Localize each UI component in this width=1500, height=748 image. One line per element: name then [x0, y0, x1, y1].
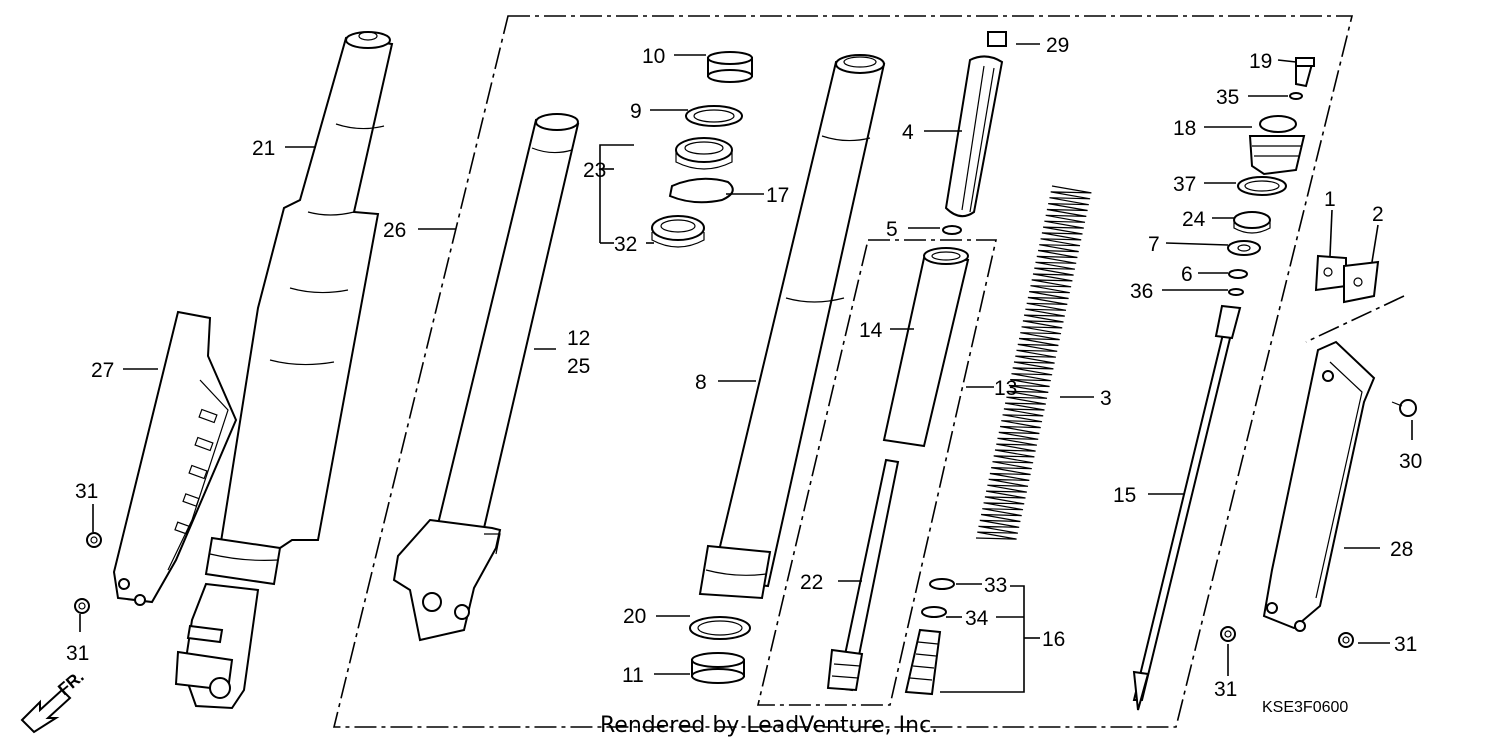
washer [942, 225, 962, 235]
part-label-19: 19 [1249, 50, 1272, 73]
part-label-13: 13 [994, 377, 1017, 400]
part-label-10: 10 [642, 45, 665, 68]
back-up-ring [651, 215, 705, 248]
right-fork-guard [1262, 340, 1376, 632]
front-direction-arrow: FR. [20, 667, 88, 734]
guard-bolt [1220, 626, 1236, 642]
part-label-29: 29 [1046, 34, 1069, 57]
part-label-17: 17 [766, 184, 789, 207]
collar-nut [987, 31, 1007, 47]
part-label-31: 31 [66, 642, 89, 665]
spring-seat-washer [929, 578, 955, 590]
part-label-21: 21 [252, 137, 275, 160]
part-label-34: 34 [965, 607, 989, 630]
part-label-24: 24 [1182, 208, 1206, 231]
part-label-35: 35 [1216, 86, 1239, 109]
rebound-washer [921, 606, 947, 618]
circlip [668, 177, 734, 204]
damper-pipe [1132, 304, 1242, 711]
inner-assembly-boundary [332, 15, 1354, 728]
rebound-spring [904, 628, 942, 696]
rod-washer [1228, 269, 1248, 279]
part-label-31: 31 [75, 480, 98, 503]
outer-fork-assembly [174, 31, 394, 710]
part-label-27: 27 [91, 359, 114, 382]
hose-guide-bracket [1343, 260, 1380, 304]
cap-o-ring [1237, 176, 1287, 196]
part-label-2: 2 [1372, 203, 1384, 226]
flange-bolt [1391, 399, 1417, 417]
guard-bracket-link [1305, 295, 1405, 343]
fork-spring [975, 185, 1092, 540]
fork-bolt [1248, 115, 1306, 176]
damper-rod [826, 458, 900, 692]
part-label-8: 8 [695, 371, 707, 394]
damper-group-boundary [756, 239, 998, 706]
rod-nut [1228, 288, 1244, 296]
part-label-36: 36 [1130, 280, 1153, 303]
spring-collar [944, 55, 1004, 218]
part-label-16: 16 [1042, 628, 1065, 651]
part-label-5: 5 [886, 218, 898, 241]
slide-bushing [689, 616, 751, 640]
dust-seal [707, 51, 753, 83]
part-label-6: 6 [1181, 263, 1193, 286]
part-label-32: 32 [614, 233, 637, 256]
part-label-14: 14 [859, 319, 883, 342]
part-label-7: 7 [1148, 233, 1160, 256]
screw-o-ring [1289, 92, 1303, 100]
air-valve-screw [1295, 57, 1315, 88]
part-label-33: 33 [984, 574, 1007, 597]
part-label-26: 26 [383, 219, 406, 242]
part-label-1: 1 [1324, 188, 1336, 211]
guard-bolt [86, 532, 102, 548]
part-label-12: 12 [567, 327, 590, 350]
diagram-code: KSE3F0600 [1262, 699, 1348, 716]
outer-fork-tube [698, 54, 886, 600]
fork-slider [392, 113, 580, 642]
render-credit: Rendered by LeadVenture, Inc. [600, 713, 938, 738]
guard-bolt [74, 598, 90, 614]
lock-nut [1233, 211, 1271, 234]
part-label-37: 37 [1173, 173, 1196, 196]
part-label-18: 18 [1173, 117, 1196, 140]
part-label-31: 31 [1214, 678, 1237, 701]
part-label-20: 20 [623, 605, 646, 628]
guide-bushing [691, 652, 745, 684]
stopper-ring [685, 105, 743, 127]
part-label-28: 28 [1390, 538, 1413, 561]
guard-bolt [1338, 632, 1354, 648]
part-label-4: 4 [902, 121, 914, 144]
part-label-9: 9 [630, 100, 642, 123]
damper-piston-tube [882, 247, 970, 448]
part-label-22: 22 [800, 571, 823, 594]
part-label-11: 11 [622, 664, 644, 687]
brake-hose-clamp [1314, 254, 1347, 292]
part-label-31: 31 [1394, 633, 1417, 656]
part-label-3: 3 [1100, 387, 1112, 410]
part-label-15: 15 [1113, 484, 1136, 507]
leader-lines [79, 43, 1413, 693]
oil-seal [675, 137, 733, 170]
part-label-30: 30 [1399, 450, 1422, 473]
part-label-23: 23 [583, 159, 606, 182]
part-label-25: 25 [567, 355, 590, 378]
spring-seat [1227, 240, 1261, 256]
left-fork-guard [112, 310, 238, 606]
